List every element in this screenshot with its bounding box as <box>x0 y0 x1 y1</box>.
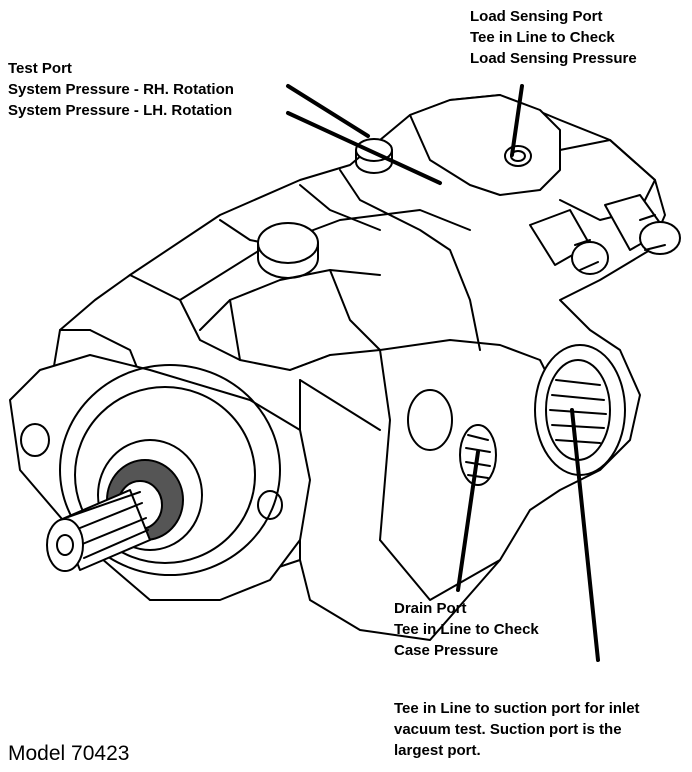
load-sensing-port-title: Load Sensing Port <box>470 8 603 25</box>
drain-port-line-3: Case Pressure <box>394 642 499 659</box>
suction-port-opening <box>534 344 626 476</box>
suction-port-line-2: vacuum test. Suction port is the <box>394 721 622 738</box>
splined-shaft <box>46 489 151 572</box>
suction-port-line-1: Tee in Line to suction port for inlet <box>394 700 640 717</box>
suction-port-callout: Tee in Line to suction port for inlet va… <box>394 698 640 761</box>
drain-port-line-2: Tee in Line to Check <box>394 621 539 638</box>
drain-port-leader <box>456 450 480 592</box>
load-sensing-port-line-2: Tee in Line to Check <box>470 29 615 46</box>
load-sensing-port-callout: Load Sensing Port Tee in Line to Check L… <box>470 6 637 69</box>
suction-port-leader <box>570 408 600 662</box>
test-port-callout: Test Port System Pressure - RH. Rotation… <box>8 58 234 121</box>
load-sensing-leader <box>510 84 524 157</box>
leader-lines <box>286 84 600 662</box>
test-port-leader-lh <box>286 111 442 185</box>
drain-port-title: Drain Port <box>394 600 467 617</box>
model-label: Model 70423 <box>8 742 130 765</box>
test-port-leader-rh <box>286 84 370 138</box>
drain-port-callout: Drain Port Tee in Line to Check Case Pre… <box>394 598 539 661</box>
test-port-lh-rotation: System Pressure - LH. Rotation <box>8 102 233 119</box>
test-port-title: Test Port <box>8 60 72 77</box>
drain-port-opening <box>407 389 497 486</box>
test-port-rh-rotation: System Pressure - RH. Rotation <box>8 81 234 98</box>
load-sensing-port-line-3: Load Sensing Pressure <box>470 50 637 67</box>
suction-port-line-3: largest port. <box>394 742 481 759</box>
